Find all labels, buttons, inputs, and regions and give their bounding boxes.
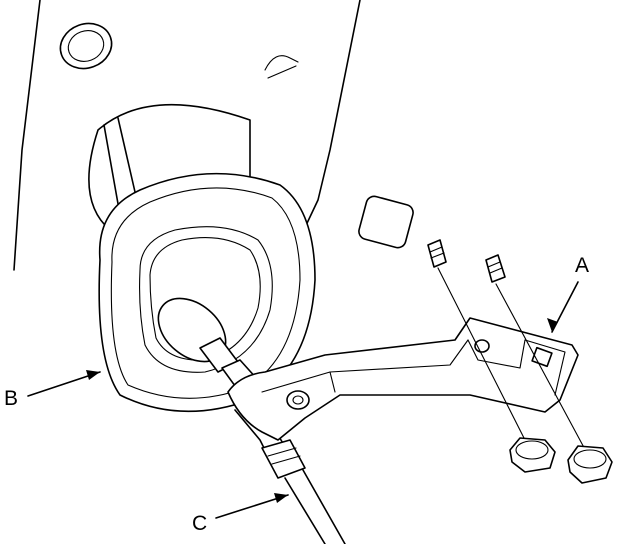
callout-b-label: B [4, 387, 18, 410]
nut-left [509, 437, 556, 473]
callout-a-arrowhead [547, 318, 558, 332]
callout-c-label: C [192, 512, 207, 535]
shift-cable [234, 404, 346, 544]
stud-left-centerline [437, 267, 526, 441]
callout-a: A [547, 254, 589, 333]
stud-right-centerline [495, 283, 589, 456]
callout-b: B [4, 370, 101, 410]
rubber-boot [88, 103, 316, 413]
callout-c: C [192, 493, 289, 535]
body-panel [13, 0, 414, 271]
callout-b-arrowhead [86, 370, 100, 380]
callout-c-arrowhead [274, 493, 288, 503]
stud-left [427, 239, 447, 268]
nut-right [567, 445, 613, 484]
stud-right [485, 254, 506, 283]
bracket [227, 317, 579, 441]
callout-a-label: A [575, 254, 589, 277]
